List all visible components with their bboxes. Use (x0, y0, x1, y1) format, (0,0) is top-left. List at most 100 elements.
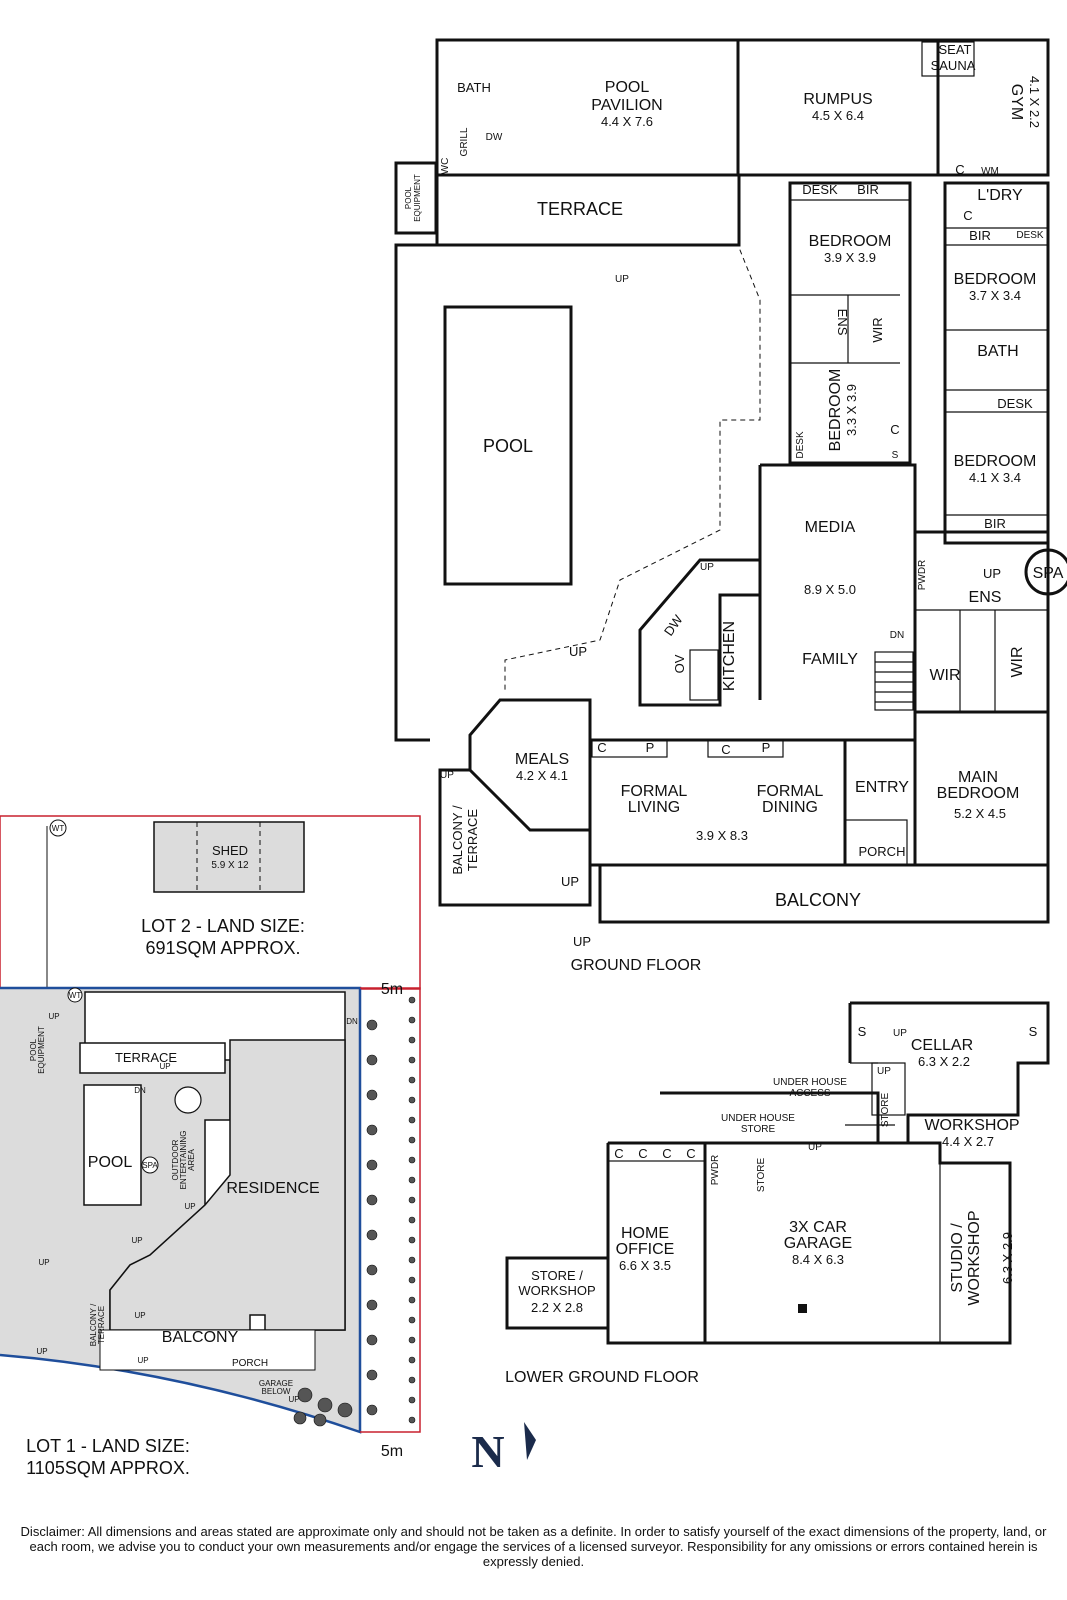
bedroom-3-dims: 3.3 X 3.9 (844, 384, 859, 436)
wt-label-1: WT (52, 824, 65, 833)
bedroom-4-dims: 4.1 X 3.4 (969, 470, 1021, 485)
store-workshop-label: STORE /WORKSHOP (518, 1268, 595, 1298)
store-workshop-dims: 2.2 X 2.8 (531, 1300, 583, 1315)
gym-label: GYM (1008, 84, 1025, 120)
site-balcony-label: BALCONY (162, 1329, 239, 1346)
entry-label: ENTRY (855, 779, 909, 796)
terrace-up-label: UP (615, 274, 629, 285)
pwdr-label: PWDR (917, 560, 928, 591)
dishwasher-label: DW (661, 612, 686, 639)
site-pool-equipment-label: POOLEQUIPMENT (29, 1026, 46, 1074)
cellar-s-right: S (1029, 1024, 1038, 1039)
desk-label-3: DESK (795, 431, 806, 459)
site-balcony-terrace-label: BALCONY /TERRACE (89, 1303, 106, 1346)
pantry-p-formal-1: P (646, 740, 655, 755)
kitchen-up-label: UP (700, 562, 714, 573)
seat-label: SEAT (939, 42, 972, 57)
bir-label-2: BIR (969, 228, 991, 243)
lg-closet-c-4: C (686, 1146, 695, 1161)
closet-c-formal-1: C (597, 740, 606, 755)
north-label: N (471, 1426, 504, 1477)
lower-ground-floor-plan (505, 1001, 1050, 1345)
ground-floor-plan (394, 38, 1067, 924)
kitchen-label: KITCHEN (721, 621, 738, 691)
site-up-label-2: UP (159, 1062, 170, 1071)
closet-c-label-3: C (890, 422, 899, 437)
meals-label: MEALS (515, 751, 569, 768)
oven-label: OV (672, 654, 687, 673)
shed-dims: 5.9 X 12 (211, 860, 249, 871)
ens-label-main: ENS (969, 589, 1002, 606)
residence-label: RESIDENCE (226, 1180, 319, 1197)
wt-label-2: WT (69, 991, 82, 1000)
site-up-label-9: UP (36, 1347, 47, 1356)
site-up-label-6: UP (134, 1311, 145, 1320)
lg-pwdr-label: PWDR (710, 1155, 721, 1186)
home-office-dims: 6.6 X 3.5 (619, 1258, 671, 1273)
balcony-label: BALCONY (775, 890, 861, 910)
lot-2-label: LOT 2 - LAND SIZE:691SQM APPROX. (141, 916, 305, 958)
ground-floor-caption: GROUND FLOOR (571, 957, 702, 974)
spa-label: SPA (1033, 565, 1064, 582)
store-label-1: STORE (880, 1093, 891, 1128)
site-plan-labels: WT SHED 5.9 X 12 LOT 2 - LAND SIZE:691SQ… (26, 824, 504, 1478)
workshop-label: WORKSHOP (924, 1117, 1019, 1134)
wir-label-main-2: WIR (1009, 646, 1026, 677)
balcony-up-label: UP (440, 770, 454, 781)
pool-pavilion-dims: 4.4 X 7.6 (601, 114, 653, 129)
lg-closet-c-3: C (662, 1146, 671, 1161)
setback-top-label: 5m (381, 981, 403, 998)
site-porch-label: PORCH (232, 1358, 268, 1369)
site-terrace-label: TERRACE (115, 1050, 177, 1065)
laundry-label: L'DRY (977, 187, 1023, 204)
balcony-up-label-2: UP (573, 934, 591, 949)
media-dims: 8.9 X 5.0 (804, 582, 856, 597)
disclaimer-text: Disclaimer: All dimensions and areas sta… (20, 1524, 1047, 1569)
media-label: MEDIA (805, 519, 856, 536)
closet-c-label-2: C (963, 208, 972, 223)
lg-closet-c-2: C (638, 1146, 647, 1161)
meals-up-label: UP (569, 644, 587, 659)
lot-1-boundary (0, 986, 362, 1434)
main-bedroom-dims: 5.2 X 4.5 (954, 806, 1006, 821)
rumpus-dims: 4.5 X 6.4 (812, 108, 864, 123)
formal-dims: 3.9 X 8.3 (696, 828, 748, 843)
bedroom-1-dims: 3.9 X 3.9 (824, 250, 876, 265)
pavilion-dw-label: DW (486, 132, 503, 143)
bedroom-4-label: BEDROOM (954, 453, 1037, 470)
studio-workshop-dims: 6.3 X 2.9 (1000, 1232, 1015, 1284)
meals-lower-up-label: UP (561, 874, 579, 889)
pool-label: POOL (483, 436, 533, 456)
family-dn-label: DN (890, 630, 904, 641)
wm-label: WM (981, 166, 999, 177)
porch-label: PORCH (859, 844, 906, 859)
site-up-label-1: UP (48, 1012, 59, 1021)
terrace-label: TERRACE (537, 199, 623, 219)
bedroom-2-dims: 3.7 X 3.4 (969, 288, 1021, 303)
desk-label-2: DESK (1016, 230, 1044, 241)
family-label: FAMILY (802, 651, 858, 668)
shed-outline (153, 821, 305, 893)
closet-c-formal-2: C (721, 742, 730, 757)
site-up-label-7: UP (137, 1356, 148, 1365)
cellar-dims: 6.3 X 2.2 (918, 1054, 970, 1069)
grill-label: GRILL (459, 127, 470, 156)
outdoor-entertaining-label: OUTDOORENTERTAININGAREA (171, 1131, 196, 1190)
gym-dims: 4.1 X 2.2 (1027, 76, 1042, 128)
ens-label-1: ENS (835, 309, 850, 336)
balcony-terrace-label: BALCONY /TERRACE (450, 805, 480, 875)
bedroom-1-label: BEDROOM (809, 233, 892, 250)
site-up-label-4: UP (131, 1236, 142, 1245)
wir-label-main-1: WIR (929, 667, 960, 684)
wc-label: WC (440, 158, 451, 175)
lg-closet-c-1: C (614, 1146, 623, 1161)
site-spa-label: SPA (142, 1161, 158, 1170)
closet-s-label-3: S (892, 450, 899, 461)
